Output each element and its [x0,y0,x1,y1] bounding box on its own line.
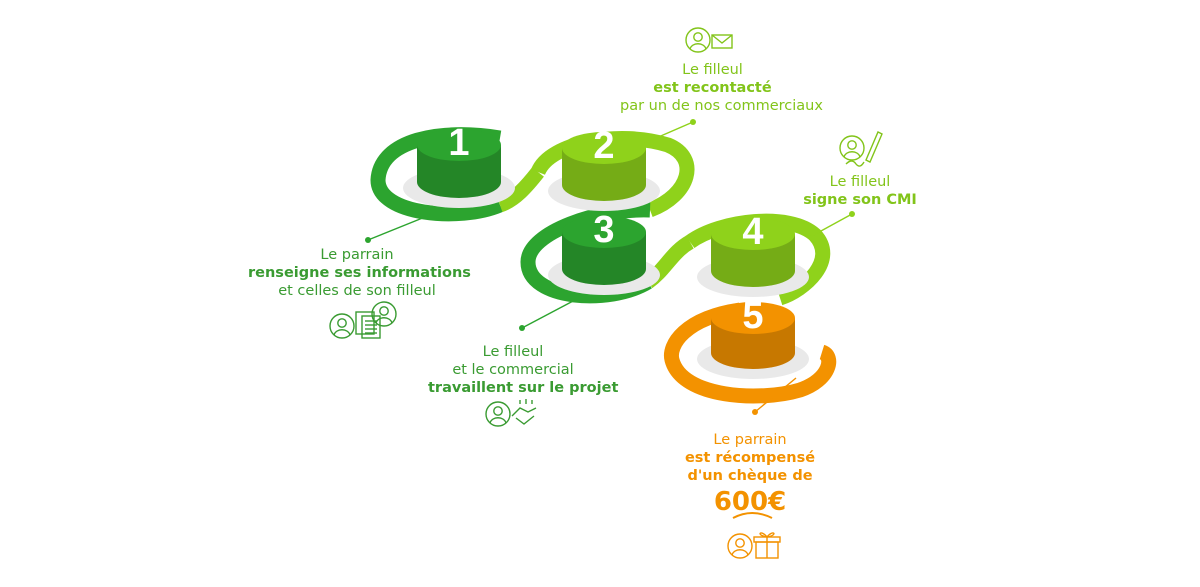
step-3-label-line: et le commercial [452,362,574,378]
step-5-leader-line [754,377,797,413]
step-1-label-line: et celles de son filleul [278,283,436,299]
step-1-cylinder-top [417,129,501,161]
step-2-leader-dot [690,119,696,125]
person-body [489,417,507,424]
step-5-cylinder-top [711,302,795,334]
person-frame [485,401,511,427]
step-4-leader-line [809,213,853,238]
person-frame [727,533,753,559]
document-1 [355,311,375,335]
step-4-cylinder: 4 [711,211,795,287]
person-head [337,318,347,328]
path-segment-2 [497,167,544,213]
person-glyph [329,313,355,339]
person-glyph [485,401,511,427]
step-5-label: Le parrain est récompensé d'un chèque de 60… [675,431,825,519]
reward-amount: 600€ [713,487,787,517]
step-2-cylinder: 2 [562,125,646,201]
person-head [735,538,745,548]
path-segment-4 [520,202,652,304]
person-frame [371,301,397,327]
pen-glyph [845,131,883,167]
person-small-glyph [371,301,397,327]
step-2-label-line: Le filleul [682,62,743,78]
step-3-number: 3 [593,209,614,251]
step-1-leader-dot [365,237,371,243]
step-2-number: 2 [593,125,614,167]
person-glyph [727,533,753,559]
documents-glyph [355,311,381,339]
step-1-number: 1 [448,122,469,164]
icon-layer [329,27,883,559]
envelope-flap [711,34,733,44]
step-2-label-line: est recontacté [653,80,772,96]
leader-line-layer [365,119,855,415]
cylinder-layer: 1 2 3 4 5 [417,122,795,369]
step-3-cylinder-top [562,216,646,248]
person-handshake-icon [485,399,537,427]
step-5-number: 5 [742,295,763,337]
person-body [333,329,351,336]
person-signing-pen-icon [839,131,883,167]
handshake-glyph [511,399,537,425]
step-3-leader-line [521,299,576,329]
person-body [375,317,393,324]
step-3-label: Le filleul et le commercial travaillent su… [428,343,619,397]
path-segment-7 [663,302,837,404]
person-frame [329,313,355,339]
hands [511,407,537,425]
person-body [843,151,861,158]
person-head [379,306,389,316]
step-1-label-line: renseigne ses informations [248,265,471,281]
step-5-cylinder: 5 [711,295,795,369]
step-5-label-line: est récompensé [684,450,816,466]
step-3-leader-dot [519,325,525,331]
signature-stroke [845,160,865,167]
person-frame [685,27,711,53]
step-2-leader-line [639,121,694,146]
person-body [689,43,707,50]
step-4-label-line: signe son CMI [803,192,917,208]
step-5-label-line: Le parrain [713,432,787,448]
person-with-envelope-icon [685,27,733,53]
step-1-label: Le parrain renseigne ses informations et c… [248,246,471,300]
person-head [693,32,703,42]
step-4-number: 4 [742,211,763,253]
document-2 [361,315,381,339]
person-frame [839,135,865,161]
person-head [493,406,503,416]
gift-glyph [753,532,781,559]
path-segment-3 [531,131,695,218]
step-5-leader-dot [752,409,758,415]
step-4-label: Le filleul signe son CMI [800,173,920,209]
person-gift-icon [727,532,781,559]
step-1-leader-line [367,214,431,241]
envelope-glyph [711,34,733,49]
step-4-leader-dot [849,211,855,217]
step-3-label-line: travaillent sur le projet [428,380,619,396]
step-3-cylinder: 3 [562,209,646,285]
spark [519,399,533,404]
step-1-label-line: Le parrain [320,247,394,263]
gift-bow [759,532,775,538]
step-2-label-line: par un de nos commerciaux [620,98,823,114]
person-with-documents-icon [329,301,397,339]
person-head [847,140,857,150]
person-glyph [685,27,711,53]
envelope-body [711,34,733,49]
step-5-label-line: d'un chèque de [687,468,813,484]
step-2-cylinder-top [562,132,646,164]
step-1-cylinder: 1 [417,122,501,198]
step-4-cylinder-top [711,218,795,250]
person-body [731,549,749,556]
step-2-label: Le filleul est recontacté par un de nos co… [620,61,823,115]
pen-body [865,131,883,163]
step-4-label-line: Le filleul [829,174,891,190]
step-3-label-line: Le filleul [482,344,544,360]
person-glyph [839,135,865,161]
smile-decoration [732,512,773,519]
